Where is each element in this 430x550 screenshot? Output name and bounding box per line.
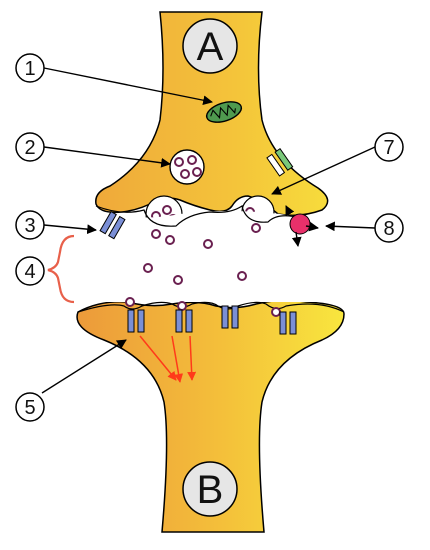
neurotransmitter-molecules (125, 223, 281, 317)
signal-arrows (139, 335, 197, 383)
cleft-bracket (47, 234, 75, 304)
postsynaptic-receptor (279, 311, 297, 335)
synaptic-cleft (80, 211, 326, 302)
neuron-b-badge: B (182, 461, 238, 517)
autoreceptor (99, 210, 126, 240)
neuron-a-label: A (197, 25, 224, 69)
callout-2: 2 (15, 132, 45, 162)
leader-lines (41, 67, 376, 394)
presynaptic-membrane (95, 205, 301, 227)
postsynaptic-receptor (175, 309, 193, 333)
transporter-protein (266, 148, 294, 177)
callout-3: 3 (15, 210, 45, 240)
callout-number: 8 (383, 218, 394, 240)
callout-number: 3 (24, 215, 35, 237)
callout-4: 4 (15, 256, 45, 286)
callout-7: 7 (374, 132, 404, 162)
callout-5: 5 (15, 392, 45, 422)
reuptake-pump (285, 205, 319, 247)
callout-number: 7 (383, 137, 394, 159)
callout-1: 1 (15, 53, 45, 83)
callout-number: 5 (24, 397, 35, 419)
neuron-a-badge: A (182, 18, 238, 74)
postsynaptic-receptor (221, 305, 239, 329)
postsynaptic-receptor (127, 309, 145, 333)
callout-number: 1 (24, 58, 35, 80)
callout-number: 2 (24, 137, 35, 159)
neuron-b-label: B (197, 468, 224, 512)
synaptic-vesicle (169, 149, 205, 185)
mitochondrion (205, 101, 243, 123)
callout-number: 4 (24, 261, 35, 283)
callout-8: 8 (374, 213, 404, 243)
